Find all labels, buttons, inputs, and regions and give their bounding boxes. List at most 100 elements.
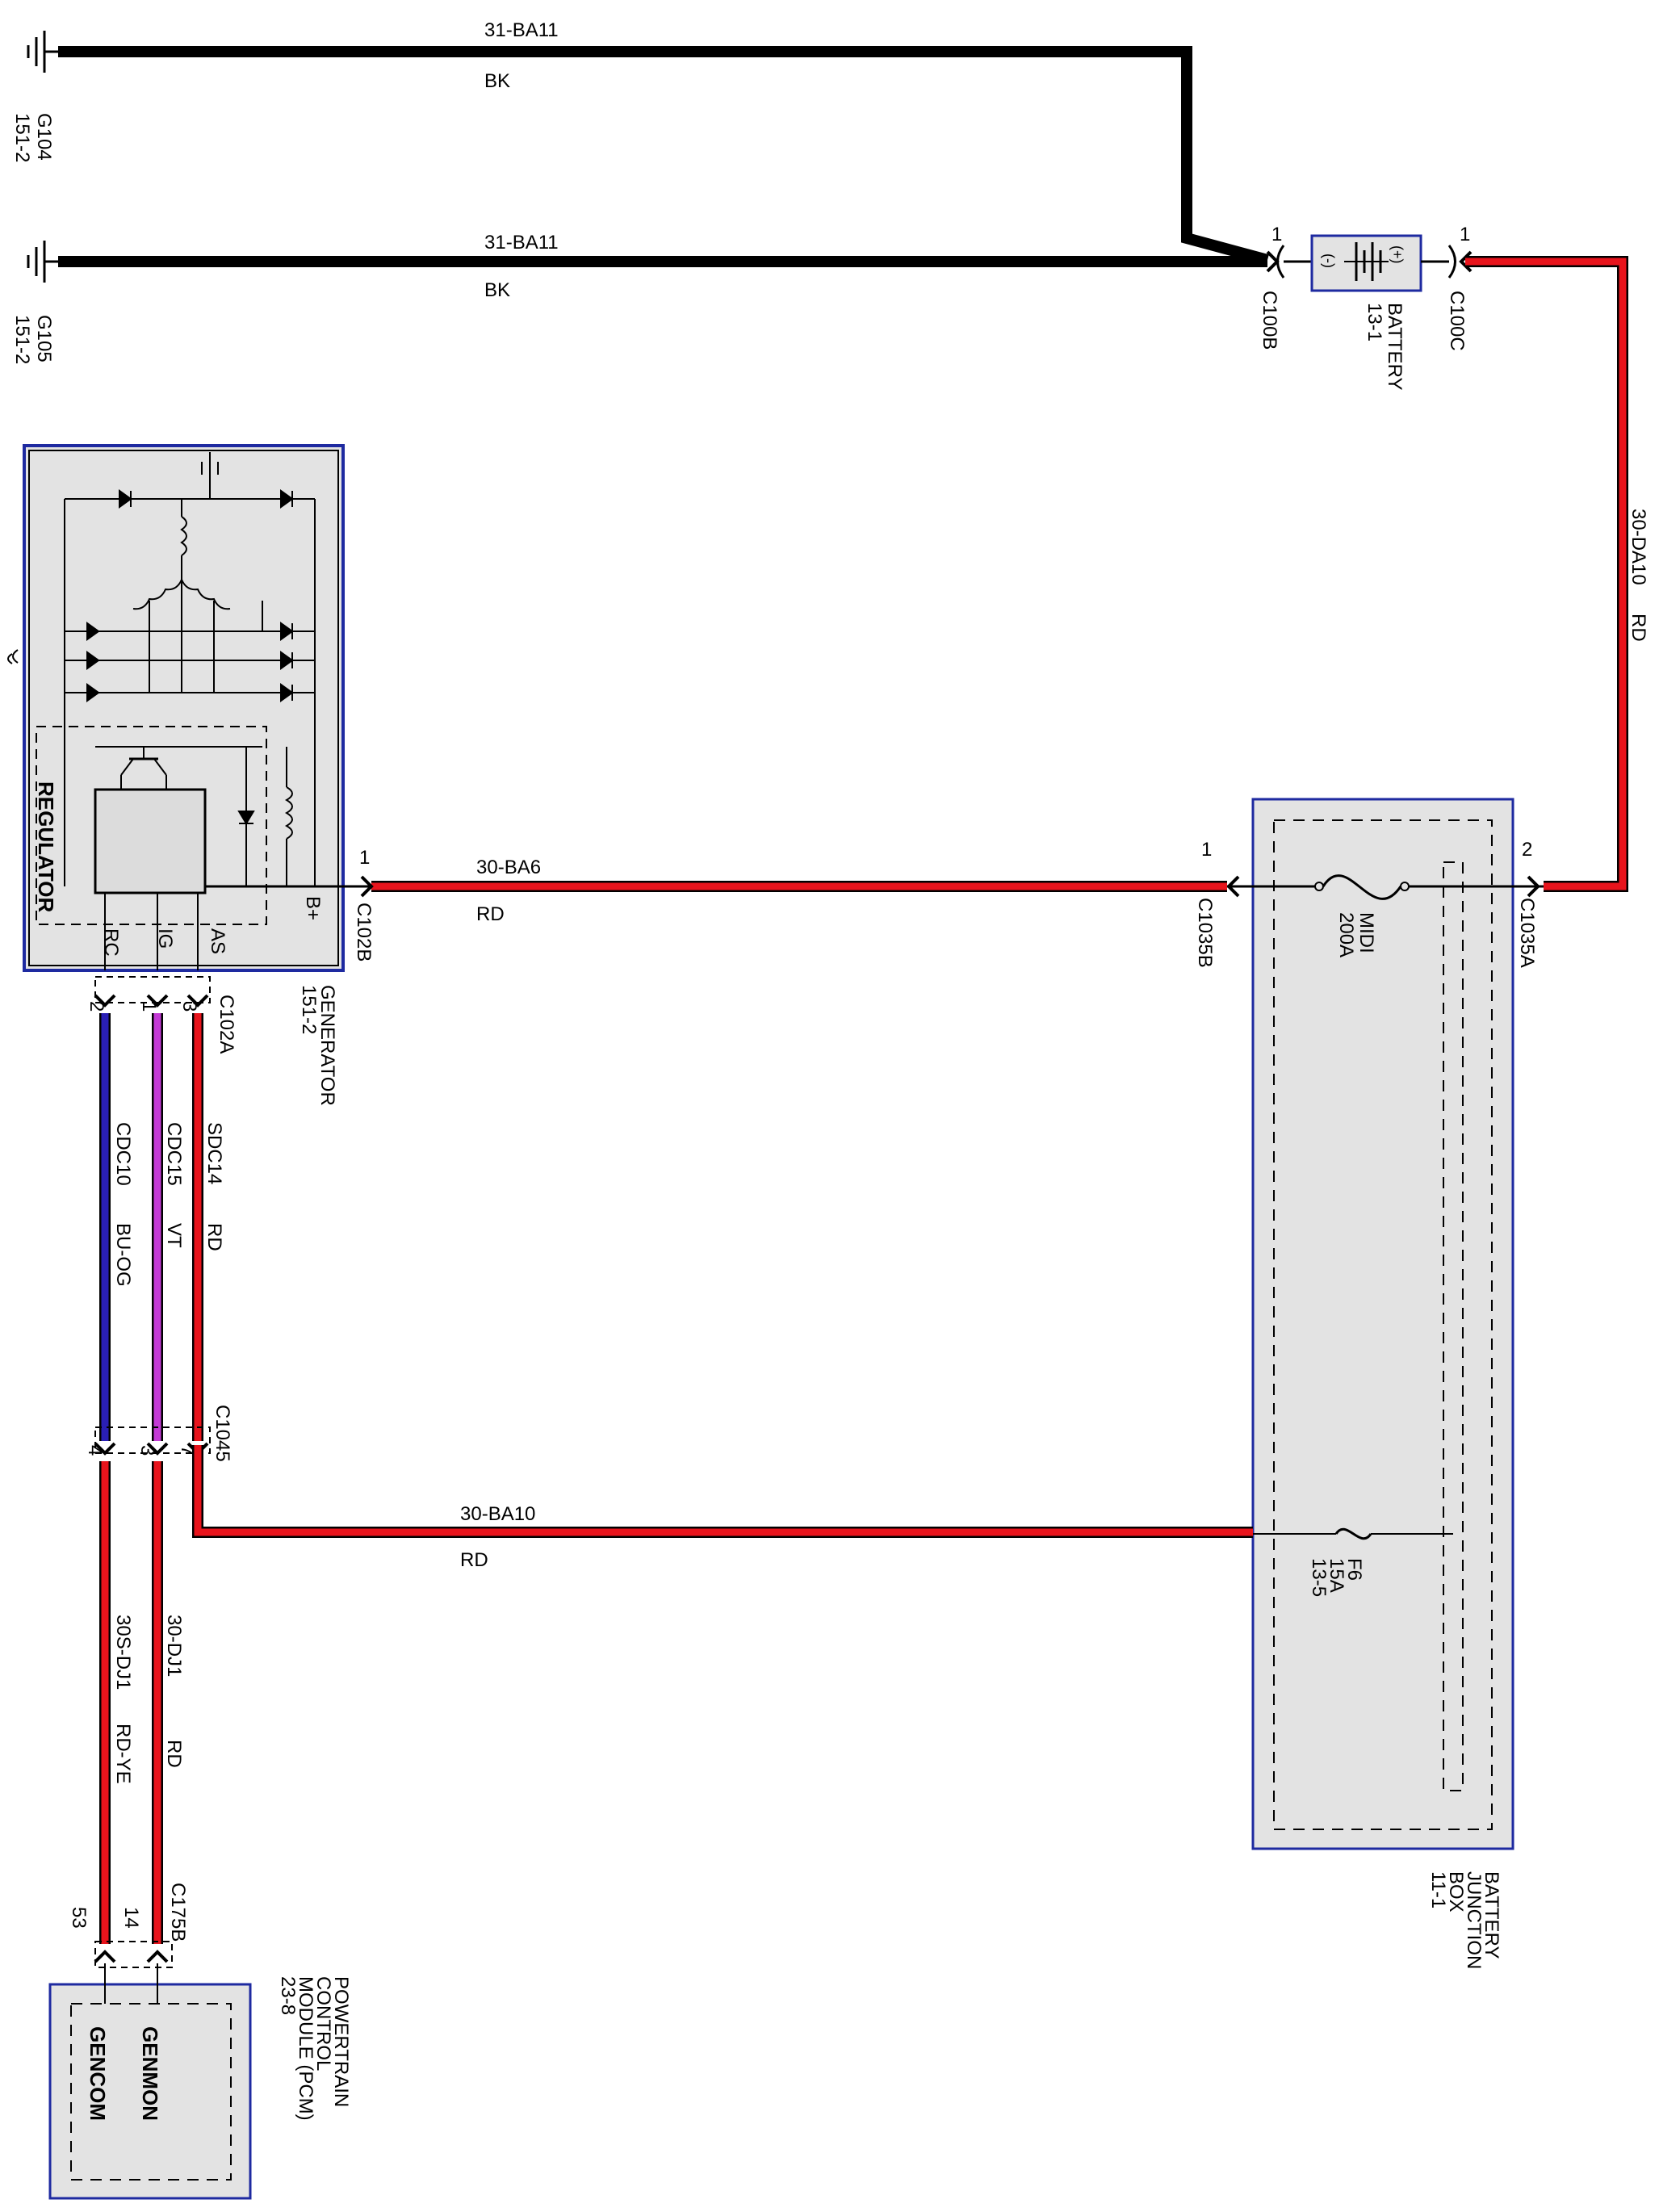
connector-pin: 1 [359,847,370,869]
wire-circuit: 30-DA10 [1628,509,1649,585]
wire-color: RD-YE [112,1724,134,1784]
midi-rating: 200A [1335,912,1357,957]
wire-battery-positive: 30-DA10 RD [1465,256,1649,892]
wire-color: BK [484,279,510,301]
battery-junction-box: MIDI 200A F6 15A 13-5 1 C1035B 2 C1035A … [1194,798,1544,1969]
regulator-block [94,788,207,894]
f6-ref: 13-5 [1308,1558,1330,1597]
red-wire [1465,258,1627,890]
midi-name: MIDI [1355,912,1377,953]
pcm-name-line: MODULE (PCM) [295,1976,316,2121]
terminal-ig: IG [154,928,176,949]
battery: 1 (-) (+) 1 C100B C100C BATTERY 13-1 [1259,224,1473,390]
rectifier-circuit-icon [7,452,371,970]
wire-circuit: 30-BA6 [476,857,541,878]
bus-bar [1443,861,1464,1791]
wire-generator-bplus: 30-BA6 RD [371,857,1227,925]
connector-label: C1045 [212,1405,233,1462]
wire-color: RD [476,903,505,925]
connector-c102b: C102B [353,903,375,961]
wire-circuit: SDC14 [203,1122,225,1184]
battery-name: BATTERY [1384,303,1406,390]
connector-pin: 2 [1522,839,1532,861]
battery-icon [1344,242,1389,281]
wire-g104: 31-BA11 BK [58,19,1269,266]
wire-circuit: 31-BA11 [484,232,559,253]
wire-color: VT [163,1223,185,1248]
ground-icon [27,31,58,73]
battery-ref: 13-1 [1364,303,1385,341]
junction-box-name-line: JUNCTION [1463,1871,1485,1969]
wire-rc: CDC10 BU-OG [99,1013,134,1441]
ground-id: G105 [33,315,55,362]
connector-pin: 1 [1271,224,1282,245]
wire-color: BK [484,70,510,92]
wire-fuse-feed: 30-BA10 RD [192,1445,1253,1571]
battery-neg: (-) [1321,253,1337,268]
connector-pin: 4 [84,1445,106,1456]
generator-name: GENERATOR [316,985,338,1106]
terminal-as: AS [207,928,228,954]
pcm-name-line: 23-8 [277,1976,299,2015]
connector-c100b: C100B [1259,291,1280,350]
connector-c102a: 2 1 3 C102A [86,976,237,1054]
ground-g104: G104 151-2 [11,31,58,162]
connector-pin: 1 [1201,839,1212,861]
generator-ref: 151-2 [298,985,320,1034]
powertrain-control-module: GENCOM GENMON POWERTRAIN CONTROL MODULE … [48,1963,352,2200]
black-wire [58,46,1269,266]
ground-id: G104 [33,113,55,161]
wire-ig: CDC15 VT [152,1013,185,1441]
red-wire [194,1445,1253,1536]
f6-fuse-icon [1334,1527,1372,1540]
pcm-pin-genmon: GENMON [138,2026,162,2121]
wire-circuit: CDC15 [163,1122,185,1186]
terminal-bplus: B+ [302,896,324,920]
junction-box-outline [1251,798,1514,1850]
wire-circuit: 31-BA11 [484,19,559,41]
f6-name: F6 [1343,1558,1365,1581]
wire-circuit: 30-BA10 [460,1503,535,1525]
ground-ref: 151-2 [11,315,33,364]
generator: REGULATOR B+ RC IG AS 1 C102B GENERATOR … [7,444,375,1106]
pcm-pin-gencom: GENCOM [86,2026,110,2121]
wire-g105: 31-BA11 BK [58,232,1267,301]
generator-outline [23,444,345,972]
ground-icon [27,241,58,283]
ground-ref: 151-2 [11,113,33,162]
wire-circuit: 30-DJ1 [163,1615,185,1677]
regulator-label: REGULATOR [34,781,58,912]
wire-color: RD [203,1223,225,1251]
wire-as: SDC14 RD [192,1013,225,1441]
wire-color: BU-OG [112,1223,134,1287]
connector-pin: 1 [1460,224,1470,245]
connector-label: C175B [167,1883,189,1942]
connector-c1035a: C1035A [1516,898,1538,968]
pcm-name-line: CONTROL [312,1976,334,2071]
wire-circuit: CDC10 [112,1122,134,1186]
connector-c175b: 53 14 C175B [68,1883,189,1968]
connector-pin: 53 [68,1907,90,1929]
connector-c1045: 4 3 7 C1045 [84,1405,233,1462]
wire-genmon: 30-DJ1 RD [152,1461,185,1944]
wire-gencom: 30S-DJ1 RD-YE [99,1461,134,1944]
junction-box-name-line: BATTERY [1481,1871,1502,1959]
wire-color: RD [460,1549,488,1571]
wire-color: RD [1628,614,1649,642]
battery-pos: (+) [1389,245,1406,264]
terminal-rc: RC [100,928,122,957]
connector-pin: 1 [138,1001,160,1012]
junction-box-name-line: 11-1 [1427,1871,1449,1908]
wire-color: RD [163,1740,185,1768]
pcm-outline [48,1983,252,2200]
connector-pin: 2 [86,1001,107,1012]
connector-pin: 14 [120,1907,142,1929]
battery-box [1310,234,1422,292]
connector-c1035b: C1035B [1194,898,1216,968]
pcm-name-line: POWERTRAIN [330,1976,352,2107]
f6-rating: 15A [1326,1558,1347,1593]
connector-pin: 3 [136,1445,158,1456]
wire-circuit: 30S-DJ1 [112,1615,134,1690]
connector-label: C102A [216,995,237,1054]
